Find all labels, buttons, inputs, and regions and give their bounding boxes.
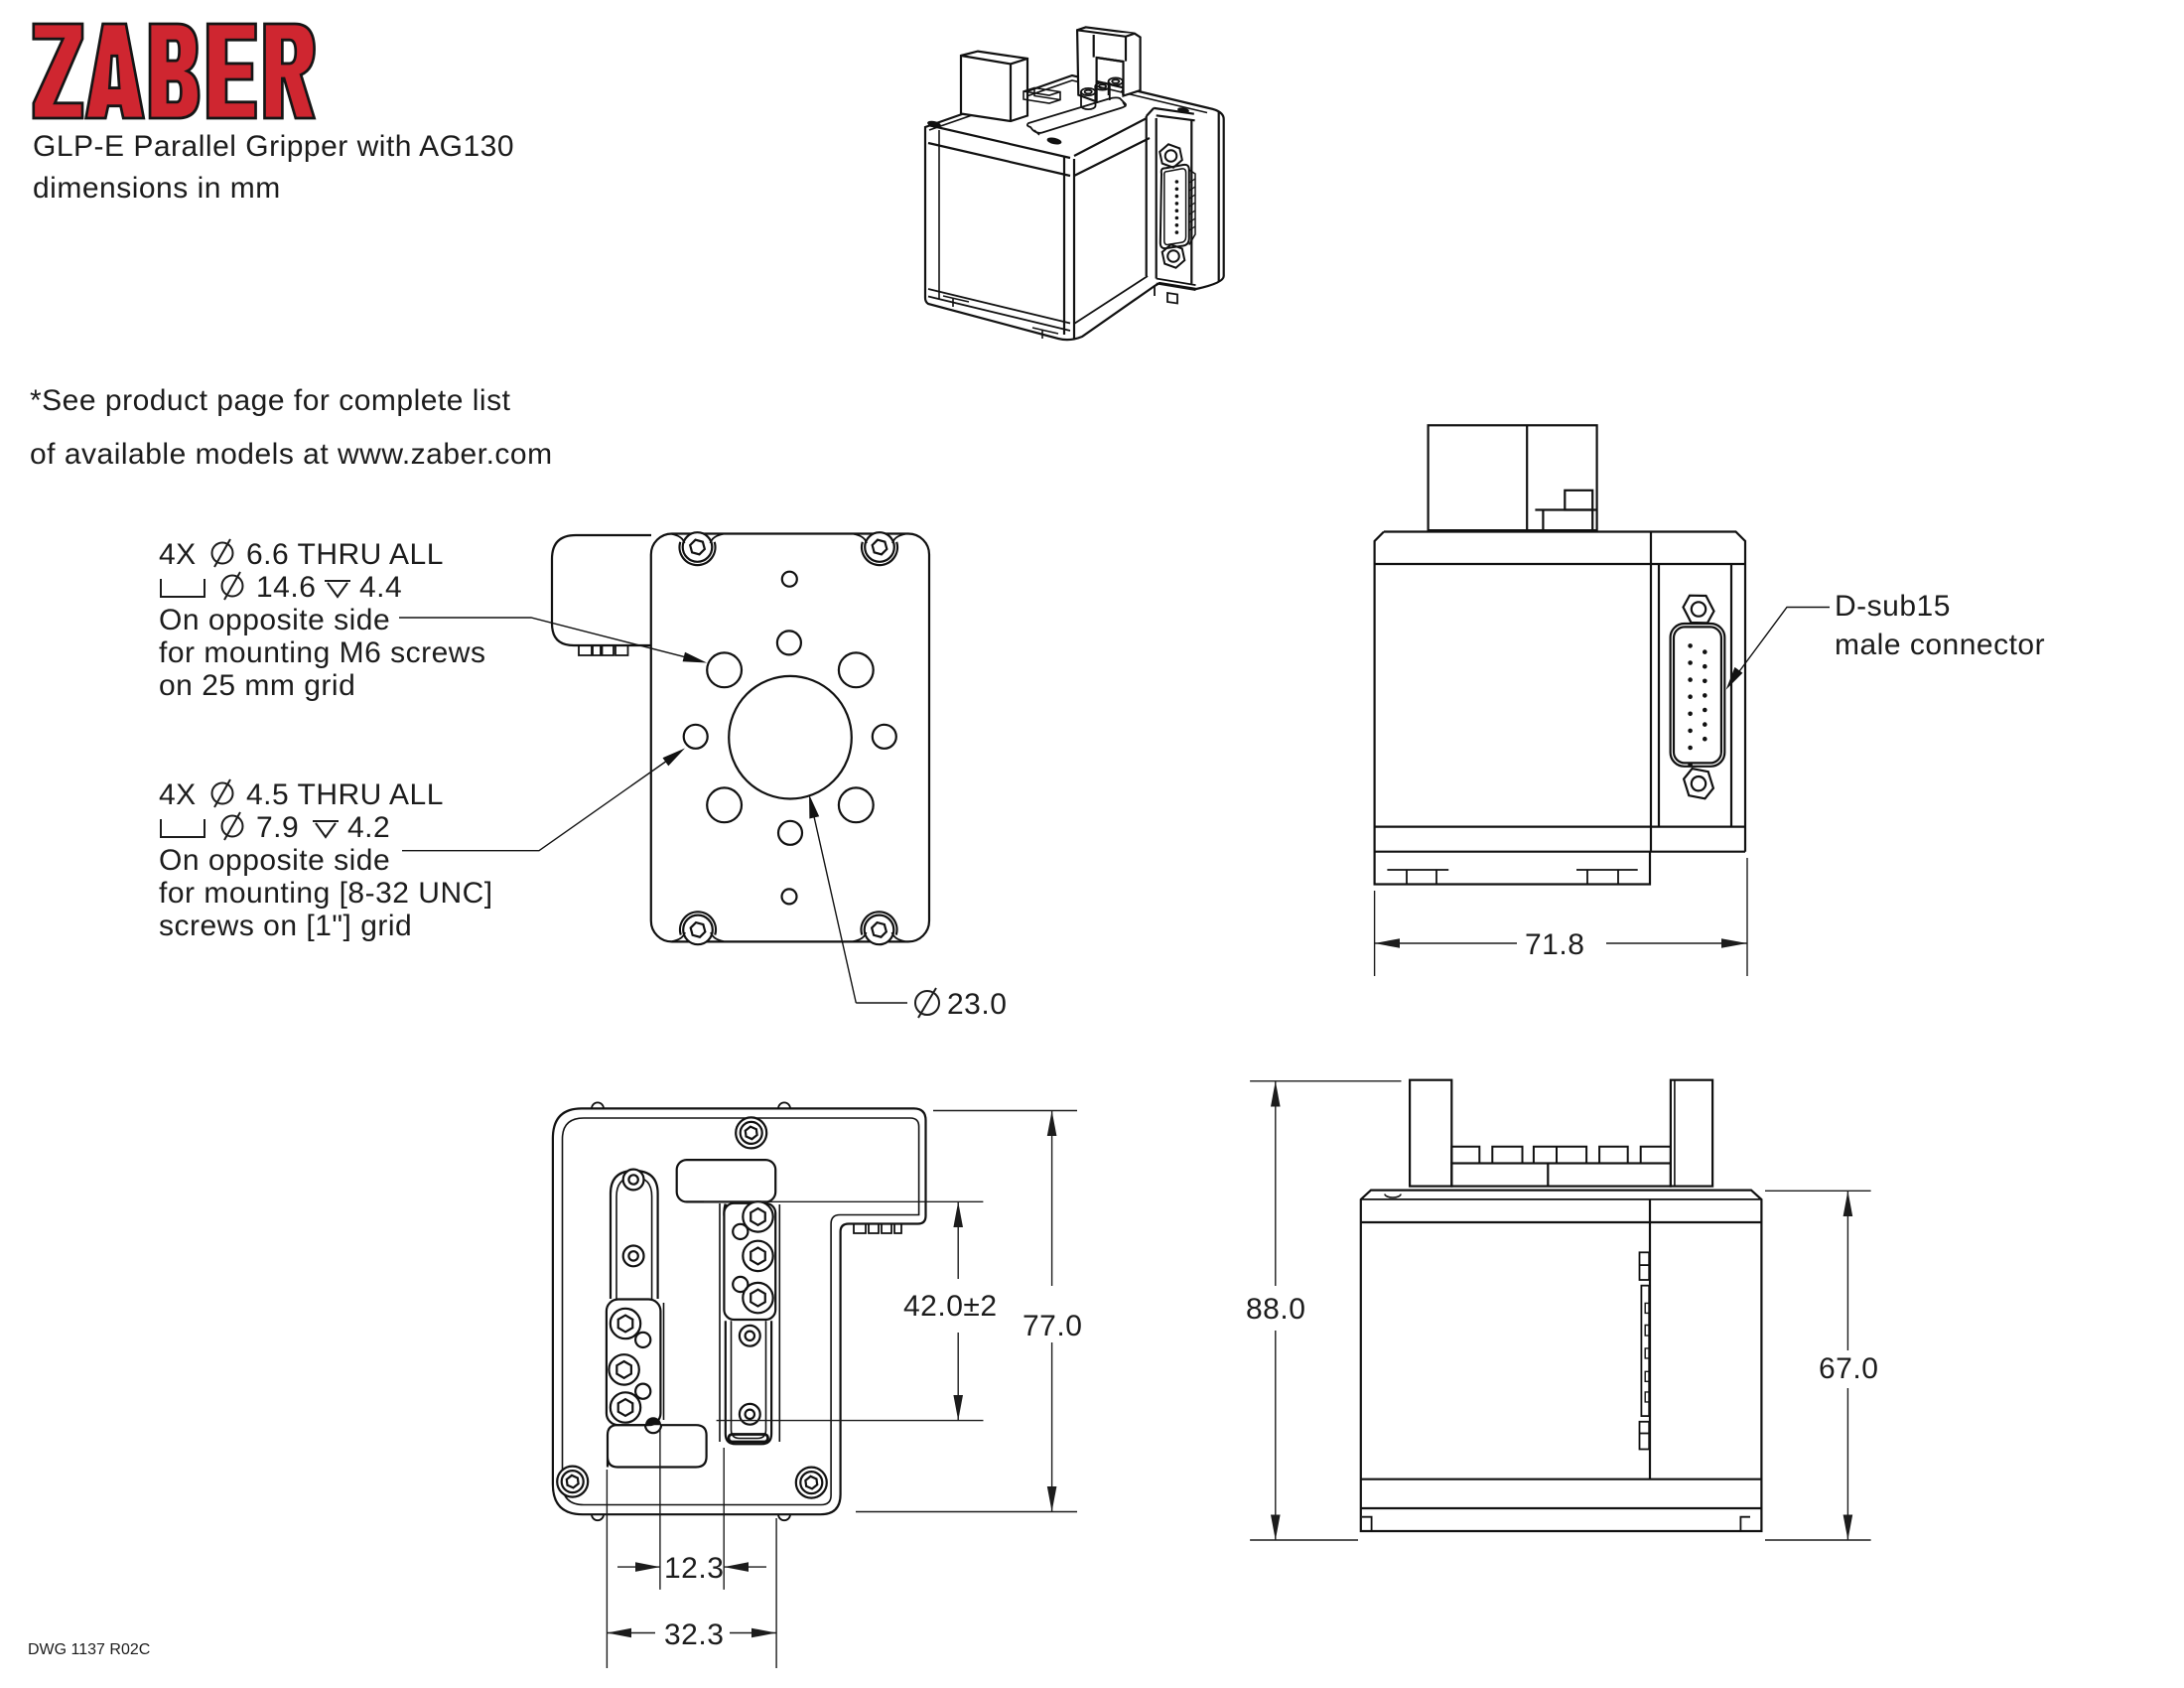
svg-text:4.5 THRU ALL: 4.5 THRU ALL: [246, 778, 444, 811]
svg-text:4X: 4X: [159, 778, 197, 811]
svg-text:4.2: 4.2: [347, 811, 390, 844]
svg-text:4X: 4X: [159, 538, 197, 571]
svg-text:male connector: male connector: [1835, 629, 2045, 661]
svg-text:12.3: 12.3: [664, 1552, 724, 1585]
svg-text:67.0: 67.0: [1819, 1352, 1878, 1385]
svg-text:4.4: 4.4: [359, 571, 402, 604]
svg-text:D-sub15: D-sub15: [1835, 590, 1951, 623]
svg-text:on 25 mm grid: on 25 mm grid: [159, 669, 355, 702]
svg-text:On opposite side: On opposite side: [159, 604, 390, 636]
svg-text:screws on [1"] grid: screws on [1"] grid: [159, 910, 412, 942]
svg-text:On opposite side: On opposite side: [159, 844, 390, 877]
svg-text:88.0: 88.0: [1246, 1293, 1305, 1326]
svg-text:for mounting [8-32 UNC]: for mounting [8-32 UNC]: [159, 877, 493, 910]
svg-text:71.8: 71.8: [1525, 928, 1584, 961]
svg-text:dimensions in mm: dimensions in mm: [33, 172, 281, 205]
svg-text:DWG 1137 R02C: DWG 1137 R02C: [28, 1641, 150, 1658]
svg-text:6.6 THRU ALL: 6.6 THRU ALL: [246, 538, 444, 571]
svg-text:*See product page for complete: *See product page for complete list: [30, 384, 511, 417]
svg-text:7.9: 7.9: [256, 811, 299, 844]
svg-text:23.0: 23.0: [947, 988, 1007, 1021]
svg-text:GLP-E Parallel Gripper with AG: GLP-E Parallel Gripper with AG130: [33, 130, 514, 163]
svg-text:of available models at www.zab: of available models at www.zaber.com: [30, 438, 553, 471]
svg-text:32.3: 32.3: [664, 1618, 724, 1651]
svg-text:42.0±2: 42.0±2: [903, 1290, 998, 1323]
svg-text:77.0: 77.0: [1023, 1310, 1082, 1342]
svg-text:for mounting M6 screws: for mounting M6 screws: [159, 636, 485, 669]
svg-text:14.6: 14.6: [256, 571, 316, 604]
